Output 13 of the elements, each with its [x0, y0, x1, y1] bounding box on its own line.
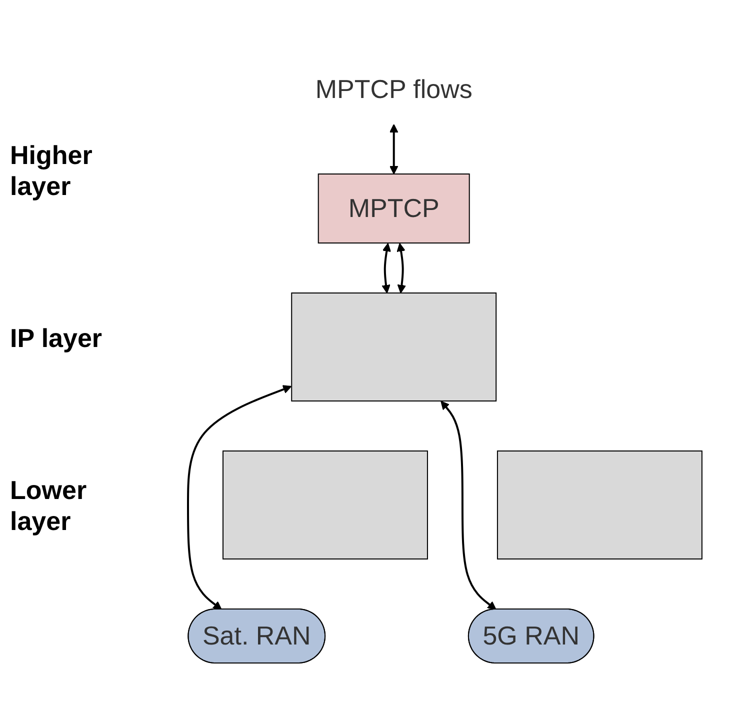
node-box — [291, 292, 497, 401]
node-text: MPTCP flows — [315, 74, 472, 104]
arrow — [389, 124, 398, 174]
arrow — [396, 242, 406, 293]
layer-label: Lower layer — [10, 474, 88, 537]
node-box — [497, 450, 702, 559]
arrow — [440, 400, 496, 610]
arrow — [382, 242, 392, 293]
arrow — [187, 384, 292, 610]
node-box: MPTCP — [318, 173, 470, 243]
layer-label: IP layer — [10, 322, 104, 354]
layer-label: Higher layer — [10, 140, 94, 202]
node-box — [222, 450, 428, 559]
